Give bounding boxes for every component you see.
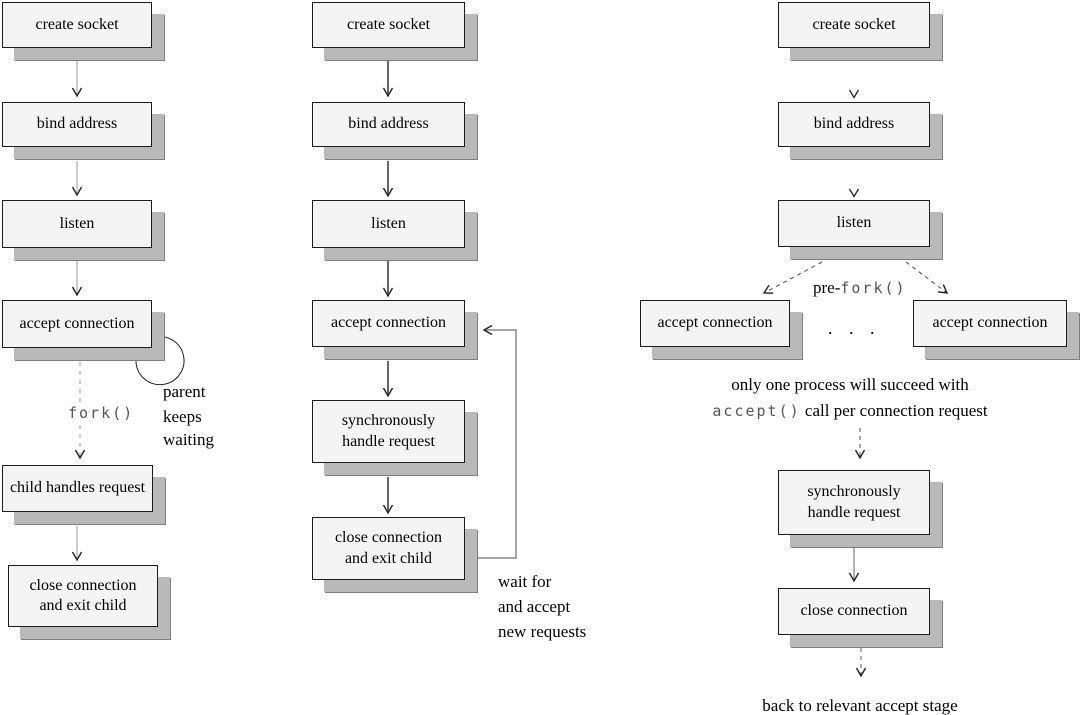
loop-parent-waiting-arrowhead-icon (149, 335, 160, 345)
flow-box-create-socket-col2: create socket (312, 2, 465, 48)
fork-call-label: fork() (66, 404, 137, 422)
loop-parent-waiting-circle (135, 336, 185, 386)
flow-box-close-connection-col2: close connection and exit child (312, 517, 465, 580)
flow-box-bind-address-col1: bind address (2, 102, 152, 147)
parent-waiting-label-line2: keeps (163, 407, 202, 426)
arrow-col3-prefork-left (762, 261, 823, 294)
wait-accept-label-line3: new requests (498, 622, 587, 641)
flow-box-sync-handle-request-col2: synchronously handle request (312, 400, 465, 463)
flow-box-accept-connection-right-col3: accept connection (913, 300, 1067, 347)
back-to-accept-footer: back to relevant accept stage (762, 696, 958, 715)
parent-waiting-label-line1: parent (163, 382, 206, 401)
accept-note-line1: only one process will succeed with (731, 375, 969, 394)
wait-accept-label-line1: wait for (498, 572, 552, 591)
prefork-label-prefix: pre- (813, 278, 841, 297)
box-label-line: handle request (807, 503, 901, 521)
accept-note-line2: accept() call per connection request (690, 401, 1010, 421)
flow-box-listen-col3: listen (778, 200, 930, 247)
box-label-line: synchronously (807, 483, 901, 501)
box-label-line: synchronously (341, 412, 436, 430)
flow-box-child-handles-request-col1: child handles request (2, 465, 153, 512)
arrowhead-col3-bind-to-listen-icon (848, 188, 860, 198)
box-label-line: handle request (342, 432, 435, 450)
ellipsis-processes: . . . (828, 318, 881, 338)
flow-box-create-socket-col1: create socket (2, 2, 152, 48)
prefork-label: pre-fork() (813, 278, 907, 298)
prefork-label-code: fork() (840, 279, 907, 297)
flow-box-accept-connection-left-col3: accept connection (640, 300, 790, 347)
flow-box-listen-col1: listen (2, 200, 152, 248)
arrowhead-col3-create-to-bind-icon (848, 89, 860, 99)
box-label-line: close connection (334, 529, 443, 547)
flow-box-listen-col2: listen (312, 200, 465, 248)
parent-waiting-label-line3: waiting (163, 430, 214, 449)
wait-accept-label-line2: and accept (498, 597, 571, 616)
flow-box-close-connection-col1: close connection and exit child (8, 565, 158, 627)
flow-box-accept-connection-col2: accept connection (312, 300, 465, 347)
box-label-line: and exit child (344, 549, 433, 567)
box-label-line: and exit child (39, 597, 127, 614)
arrow-col2-feedback-loop (477, 324, 517, 559)
flow-box-accept-connection-col1: accept connection (2, 300, 152, 348)
flow-box-create-socket-col3: create socket (778, 2, 930, 48)
arrow-col3-prefork-right (905, 261, 949, 294)
flow-box-sync-handle-request-col3: synchronously handle request (778, 470, 930, 535)
accept-call-code: accept() (712, 402, 801, 420)
box-label-line: close connection (29, 576, 137, 594)
accept-note-line2-rest: call per connection request (800, 401, 988, 420)
flow-box-bind-address-col2: bind address (312, 102, 465, 147)
flow-box-bind-address-col3: bind address (778, 102, 930, 147)
flow-box-close-connection-col3: close connection (778, 588, 930, 635)
